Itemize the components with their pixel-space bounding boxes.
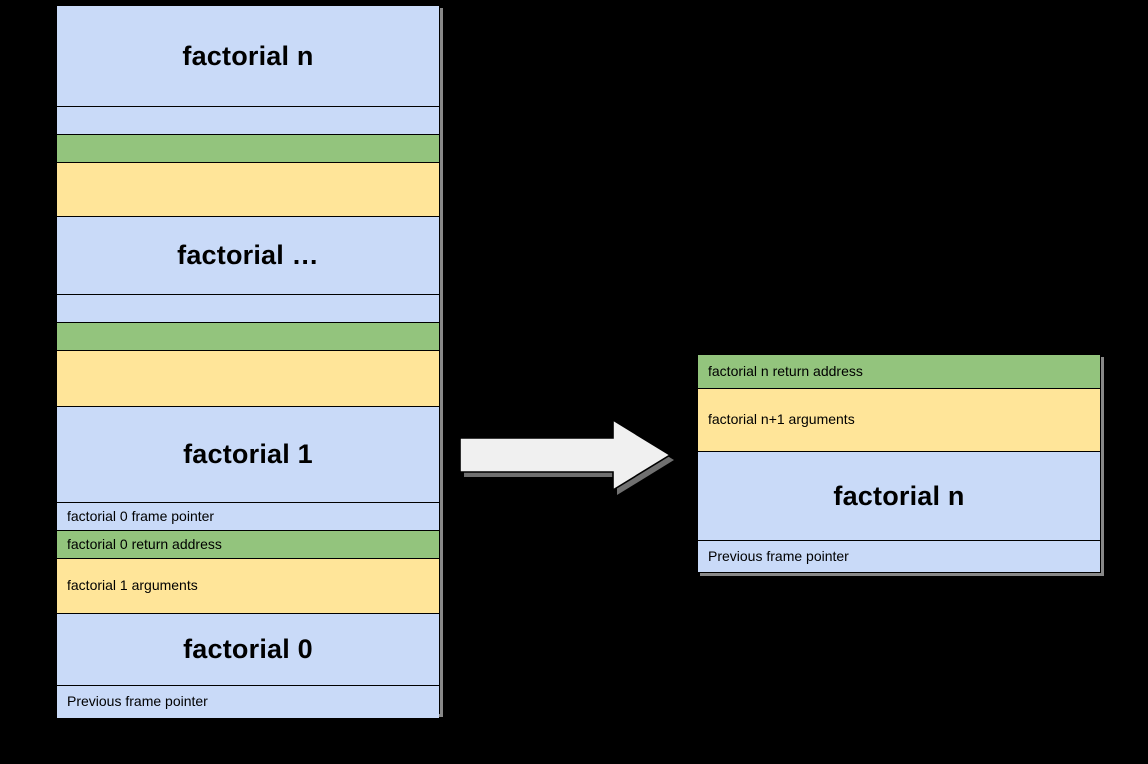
- full-recursive-call-stack: factorial n factorial … factorial 1 factori…: [56, 5, 440, 718]
- stack-row-r1: [57, 107, 439, 135]
- stack-row-label: Previous frame pointer: [708, 547, 849, 564]
- stack-row-label: factorial n return address: [708, 362, 863, 379]
- stack-row-label: factorial 0 frame pointer: [67, 507, 215, 524]
- stack-row-d0: factorial n return address: [698, 355, 1100, 389]
- stack-row-r4: factorial …: [57, 217, 439, 295]
- stack-row-r9: factorial 0 frame pointer: [57, 503, 439, 531]
- stack-row-label: factorial n+1 arguments: [708, 411, 855, 428]
- stack-row-label: Previous frame pointer: [67, 693, 208, 710]
- stack-row-d3: Previous frame pointer: [698, 541, 1100, 572]
- stack-row-label: factorial 1: [183, 439, 313, 469]
- stack-row-label: factorial …: [177, 240, 319, 270]
- stack-row-r11: factorial 1 arguments: [57, 559, 439, 614]
- stack-row-r13: Previous frame pointer: [57, 686, 439, 718]
- right-block-arrow: [460, 420, 678, 500]
- stack-row-label: factorial 0: [183, 634, 313, 664]
- stack-row-d2: factorial n: [698, 452, 1100, 541]
- stack-row-r10: factorial 0 return address: [57, 531, 439, 559]
- stack-row-r2: [57, 135, 439, 163]
- stack-row-r12: factorial 0: [57, 614, 439, 686]
- stack-row-label: factorial n: [182, 40, 314, 71]
- stack-row-label: factorial 0 return address: [67, 535, 222, 552]
- stack-row-label: factorial 1 arguments: [67, 577, 198, 594]
- stack-row-r7: [57, 351, 439, 407]
- stack-row-label: factorial n: [833, 480, 965, 511]
- stack-row-r5: [57, 295, 439, 323]
- stack-row-r8: factorial 1: [57, 407, 439, 503]
- stack-row-r6: [57, 323, 439, 351]
- stack-row-r0: factorial n: [57, 6, 439, 107]
- stack-row-d1: factorial n+1 arguments: [698, 389, 1100, 452]
- stack-row-r3: [57, 163, 439, 217]
- single-frame-detail: factorial n return address factorial n+1 …: [697, 354, 1101, 573]
